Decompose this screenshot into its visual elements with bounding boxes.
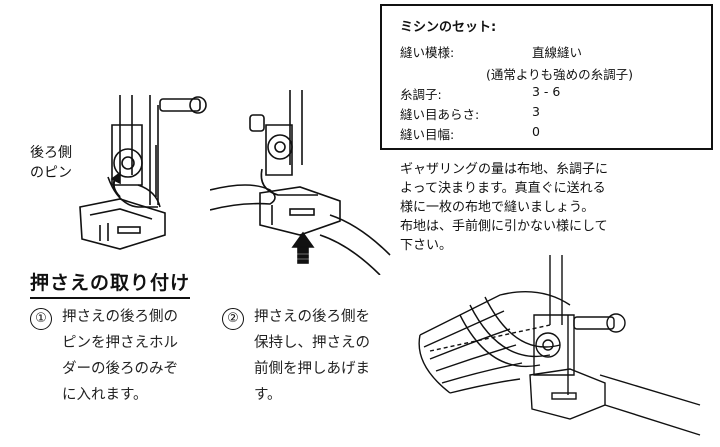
step-line: 押さえの後ろ側を — [254, 309, 370, 325]
description-line: よって決まります。真直ぐに送れる — [400, 181, 606, 196]
gathering-sewing-illustration — [418, 255, 701, 436]
step-number-1: ① — [30, 308, 52, 330]
gathering-description: ギャザリングの量は布地、糸調子に よって決まります。真直ぐに送れる 様に一枚の布… — [400, 160, 660, 255]
settings-label: 糸調子: — [400, 87, 442, 102]
step-line: ピンを押さえホル — [62, 335, 178, 351]
presser-foot-push-up-illustration — [210, 90, 391, 275]
machine-settings-box: ミシンのセット: 縫い模様: 直線縫い (通常よりも強めの糸調子) 糸調子: 3… — [380, 4, 713, 150]
settings-value: 3 — [532, 104, 540, 119]
step-line: 保持し、押さえの — [254, 335, 370, 351]
description-line: 下さい。 — [400, 238, 453, 253]
step-number-2: ② — [222, 308, 244, 330]
step-line: す。 — [254, 387, 282, 403]
step-line: 押さえの後ろ側の — [62, 309, 178, 325]
rear-pin-label: 後ろ側 のピン — [30, 143, 72, 183]
rear-pin-label-line1: 後ろ側 — [30, 145, 72, 161]
step-1-text: 押さえの後ろ側の ピンを押さえホル ダーの後ろのみぞ に入れます。 — [62, 306, 178, 406]
step-2-text: 押さえの後ろ側を 保持し、押さえの 前側を押しあげま す。 — [254, 306, 370, 406]
settings-label: 縫い目幅: — [400, 127, 455, 142]
settings-value: 0 — [532, 124, 540, 139]
settings-label: 縫い目あらさ: — [400, 107, 480, 122]
rear-pin-label-line2: のピン — [30, 165, 72, 181]
description-line: 布地は、手前側に引かない様にして — [400, 219, 608, 234]
section-heading: 押さえの取り付け — [30, 268, 191, 299]
settings-title: ミシンのセット: — [400, 20, 497, 35]
presser-foot-rear-pin-illustration — [79, 95, 207, 250]
step-line: 前側を押しあげま — [254, 361, 370, 377]
settings-value: 直線縫い — [532, 45, 583, 60]
description-line: 様に一枚の布地で縫いましょう。 — [400, 200, 595, 215]
settings-value: 3 - 6 — [532, 84, 561, 99]
settings-note: (通常よりも強めの糸調子) — [486, 67, 634, 82]
description-line: ギャザリングの量は布地、糸調子に — [400, 162, 609, 177]
step-line: に入れます。 — [62, 387, 148, 403]
step-line: ダーの後ろのみぞ — [62, 361, 178, 377]
settings-label: 縫い模様: — [400, 45, 455, 60]
